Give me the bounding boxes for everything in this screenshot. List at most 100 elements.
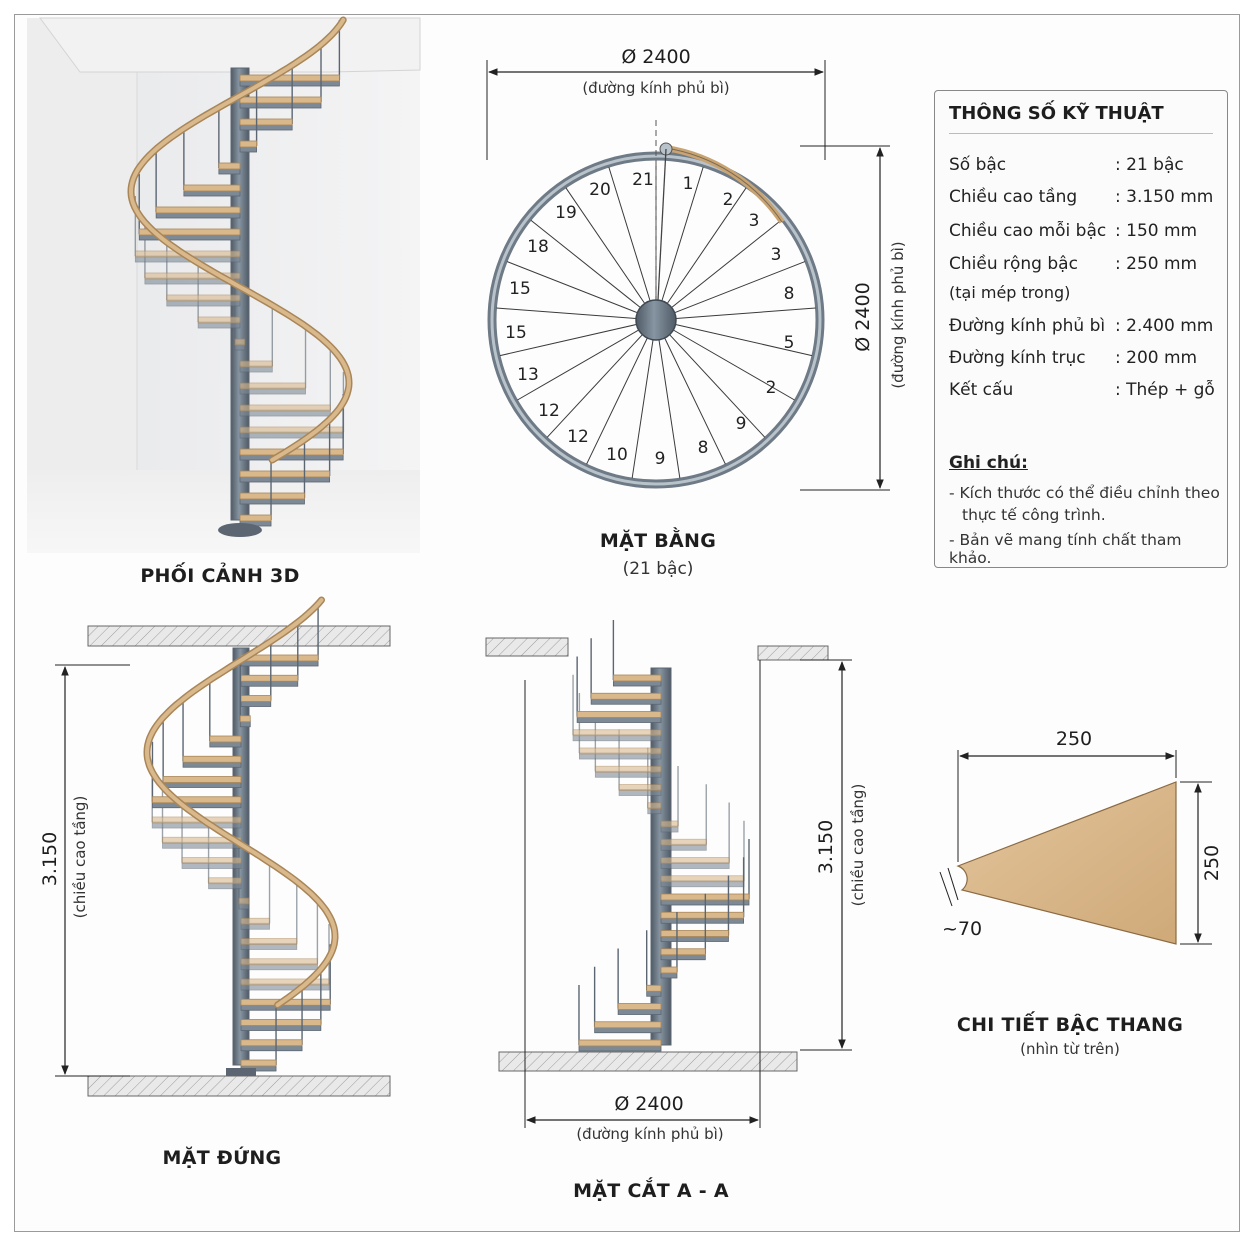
plan-step-line [506, 261, 638, 314]
stair-tread [144, 272, 241, 280]
stair-tread [660, 820, 679, 828]
plan-step-number: 1 [683, 174, 694, 194]
plan-step-line [664, 337, 726, 465]
handrail-highlight [128, 18, 352, 462]
stair-tread [138, 228, 241, 236]
plan-step-line [530, 219, 641, 308]
plan-step-number: 9 [655, 449, 666, 469]
spec-value: : 150 mm [1115, 221, 1198, 241]
stair-tread [239, 140, 257, 148]
plan-title: MẶT BẰNG [599, 530, 717, 552]
plan-step-line [675, 323, 813, 357]
plan-step-line [499, 323, 637, 357]
stair-tread [182, 755, 242, 763]
plan-step-line [608, 166, 651, 302]
section-height: 3.150 [815, 819, 837, 875]
plan-step-number: 5 [784, 333, 795, 353]
stair-tread [162, 776, 242, 783]
tread-subtitle: (nhìn từ trên) [1020, 1040, 1120, 1058]
column-base [218, 523, 262, 537]
plan-subtitle: (21 bậc) [622, 559, 694, 579]
plan-step-line [673, 329, 795, 401]
plan-step-number: 12 [538, 401, 560, 421]
stair-tread [576, 711, 662, 718]
plan-side-diameter-note: (đường kính phủ bì) [889, 241, 907, 389]
spec-value: : 21 bậc [1115, 155, 1184, 175]
spec-key: Số bậc [949, 155, 1007, 175]
elevation-height: 3.150 [39, 831, 61, 887]
tread-width-top: 250 [1055, 728, 1093, 750]
plan-step-number: 2 [766, 378, 777, 398]
elevation-title: MẶT ĐỨNG [162, 1147, 282, 1169]
perspective-3d-view [27, 16, 421, 553]
stair-tread [208, 877, 242, 885]
elevation-height-note: (chiều cao tầng) [71, 795, 89, 919]
handrail-highlight [144, 598, 338, 1007]
stair-tread [239, 470, 331, 478]
stair-tread [181, 857, 242, 864]
stair-tread [239, 426, 344, 434]
column-base [226, 1068, 256, 1076]
plan-step-line [546, 334, 643, 438]
plan-step-number: 15 [509, 279, 531, 299]
spec-key: Chiều rộng bậc [949, 254, 1078, 274]
plan-step-line [586, 337, 648, 465]
stair-tread [152, 796, 242, 804]
stair-tread [660, 838, 707, 846]
stair-tread [238, 897, 250, 905]
plan-step-number: 8 [698, 438, 709, 458]
section-a-a-view [485, 620, 852, 1128]
stair-tread [660, 857, 730, 864]
stair-tread [240, 917, 270, 925]
tread-inner-width: ~70 [941, 918, 983, 940]
stair-tread [218, 162, 241, 170]
elevation-view [55, 596, 391, 1097]
stair-tread [240, 978, 330, 986]
plan-step-line [565, 187, 646, 304]
spec-key: Chiều cao mỗi bậc [949, 221, 1107, 241]
stair-tread [239, 360, 273, 368]
plan-step-number: 8 [784, 284, 795, 304]
stair-tread [594, 1021, 662, 1029]
plan-step-number: 2 [723, 190, 734, 210]
spec-value: : 3.150 mm [1115, 187, 1214, 207]
spec-value: : 250 mm [1115, 254, 1198, 274]
spec-key: (tại mép trong) [949, 283, 1071, 302]
stair-tread [646, 984, 662, 992]
spec-value: : 200 mm [1115, 348, 1198, 368]
spec-value: : 2.400 mm [1115, 316, 1214, 336]
plan-top-diameter-note: (đường kính phủ bì) [582, 79, 730, 97]
plan-step-spokes [496, 160, 816, 479]
stair-tread [240, 1019, 322, 1026]
stair-tread [572, 729, 662, 737]
tread-title: CHI TIẾT BẬC THANG [956, 1014, 1184, 1036]
plan-step-number: 12 [567, 427, 589, 447]
plan-step-number: 3 [749, 211, 760, 231]
section-diameter-note: (đường kính phủ bì) [576, 1125, 724, 1143]
stair-tread [239, 74, 340, 82]
plan-step-number: 19 [555, 203, 577, 223]
stair-tread [578, 1039, 662, 1047]
stair-tread [660, 911, 745, 919]
stair-tread [647, 802, 662, 810]
stair-tread [240, 695, 272, 702]
plan-step-line [517, 329, 639, 401]
plan-step-number: 13 [517, 365, 539, 385]
plan-step-line [669, 334, 766, 438]
plan-side-diameter: Ø 2400 [852, 282, 874, 352]
plan-step-number: 20 [589, 180, 611, 200]
tread-detail-view [939, 750, 1212, 945]
stair-tread [234, 338, 246, 346]
spec-key: Chiều cao tầng [949, 187, 1078, 207]
stair-tread [578, 747, 662, 755]
stair-tread [660, 966, 678, 974]
plan-top-diameter: Ø 2400 [621, 46, 691, 68]
stair-tread [240, 1059, 277, 1067]
stair-tread [618, 784, 662, 791]
plan-step-number: 21 [632, 170, 654, 190]
note-line: thực tế công trình. [962, 506, 1106, 524]
plan-step-line [631, 339, 654, 479]
spec-title: THÔNG SỐ KỸ THUẬT [949, 103, 1164, 124]
